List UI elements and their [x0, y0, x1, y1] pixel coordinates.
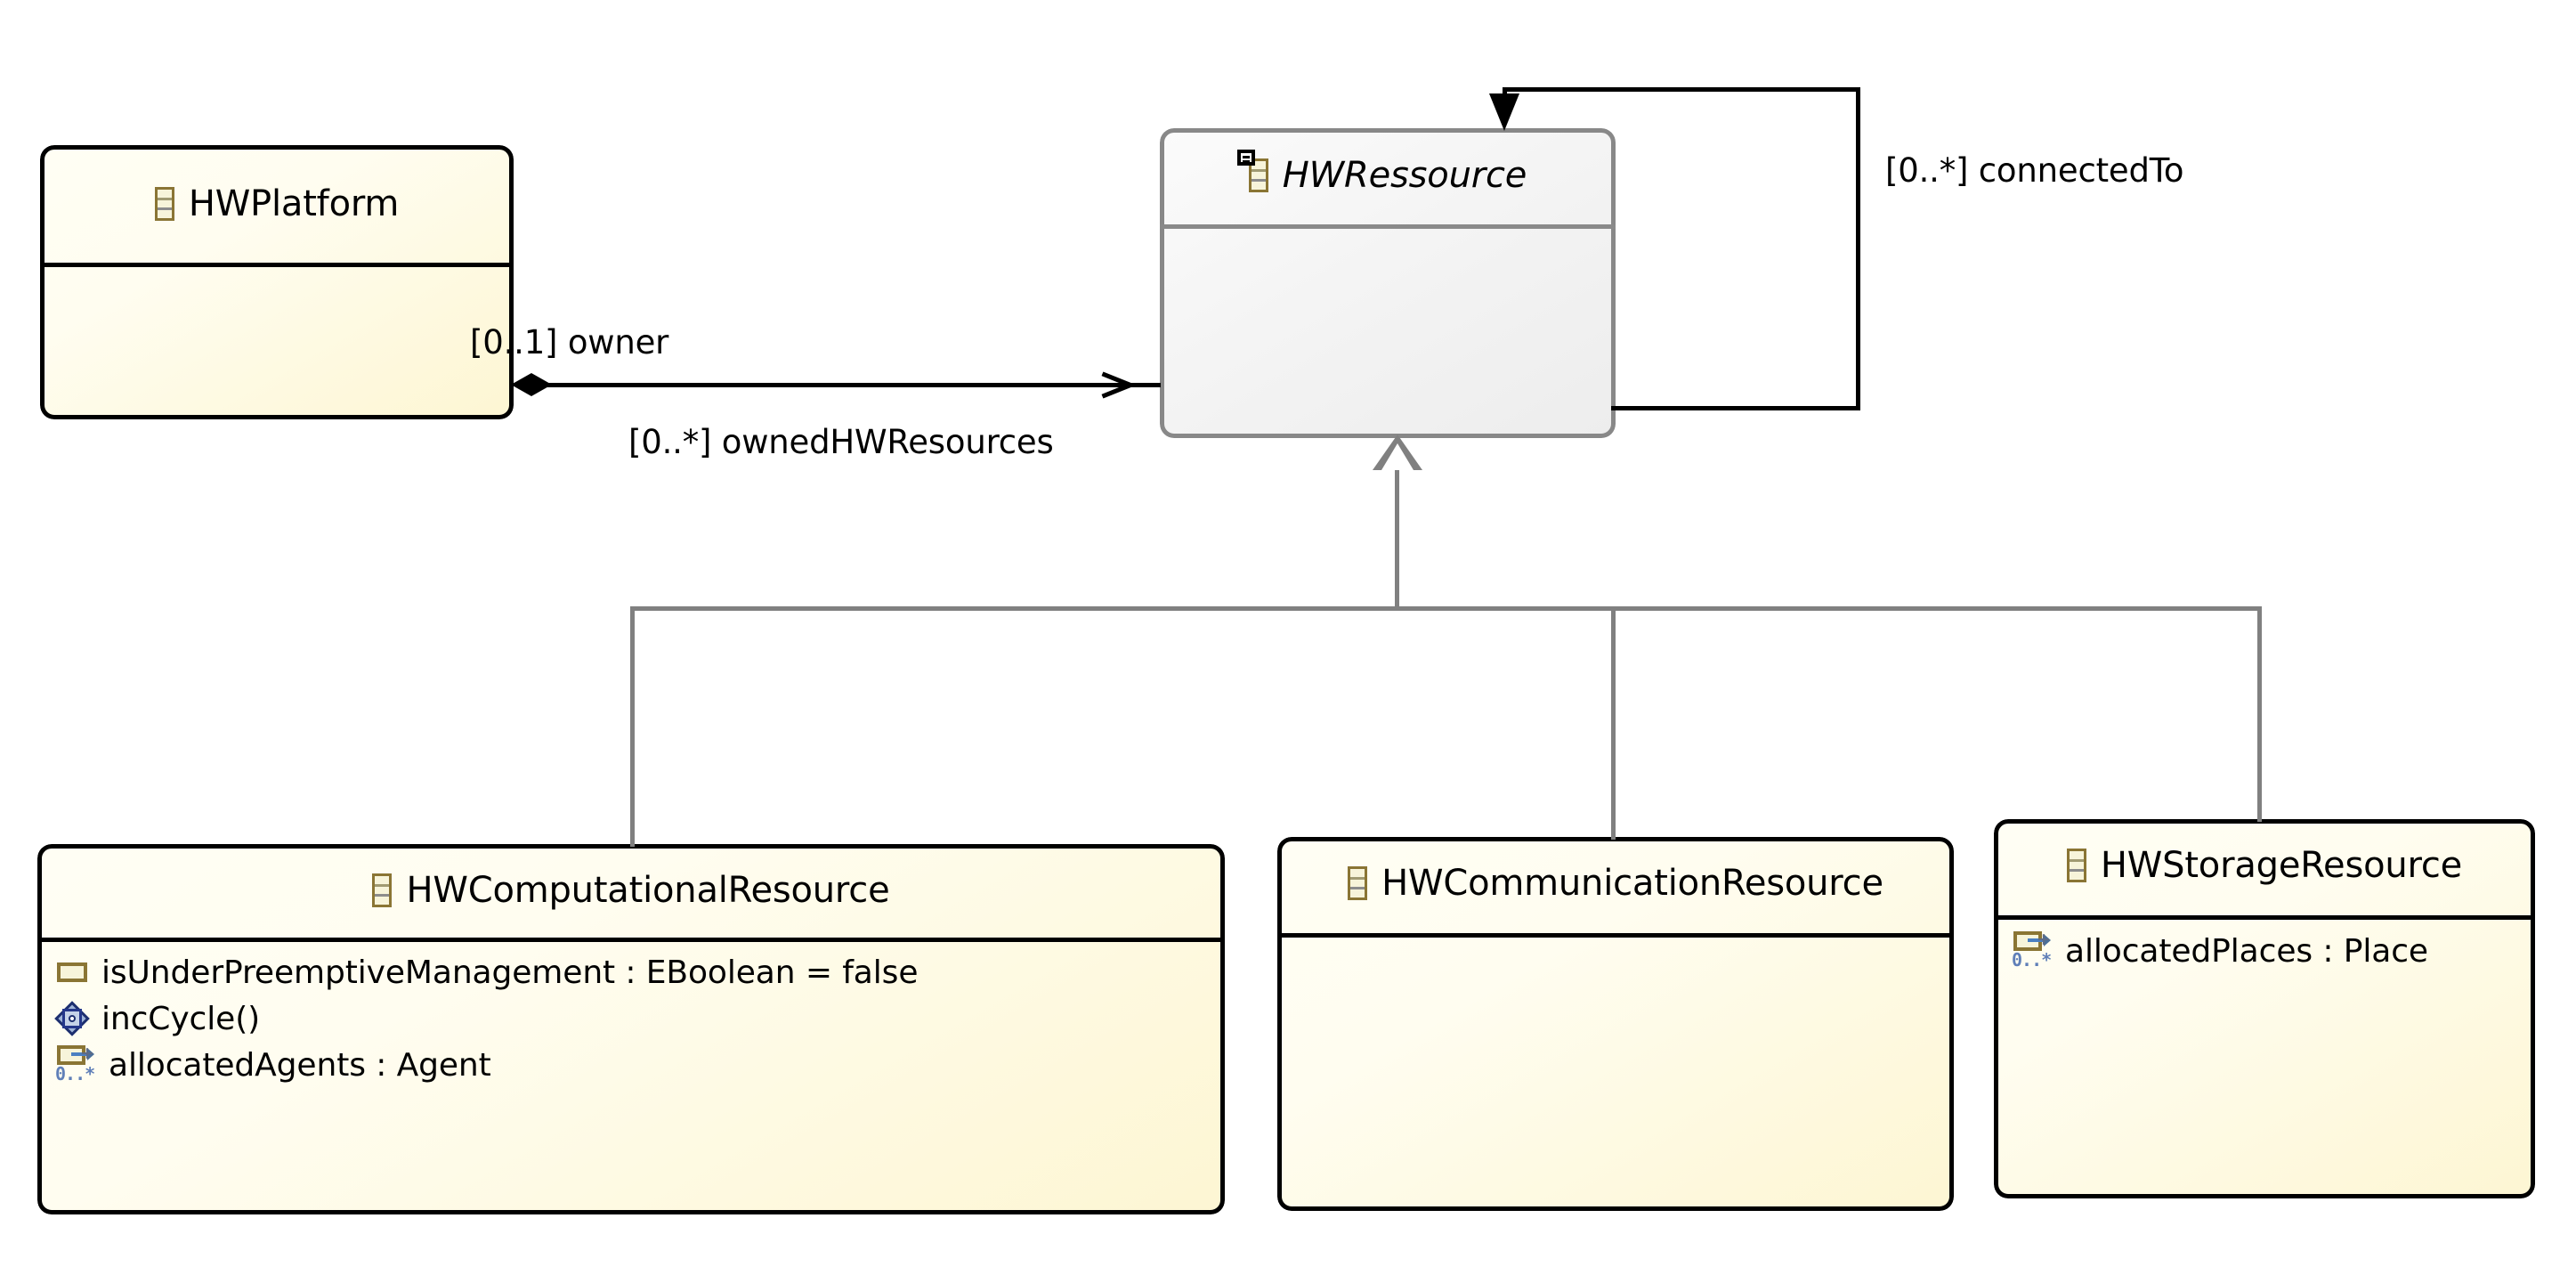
- selfloop-label: [0..*] connectedTo: [1885, 151, 2184, 190]
- selfloop-bottom-segment[interactable]: [1611, 406, 1860, 410]
- attribute-icon: [57, 962, 87, 982]
- composition-diamond: [511, 373, 552, 396]
- operation-icon: [54, 1001, 90, 1036]
- feature-label: allocatedAgents : Agent: [109, 1046, 491, 1084]
- feature-label: incCycle(): [101, 1000, 261, 1037]
- generalization-crossbar[interactable]: [630, 606, 2262, 611]
- reference-icon: + 0..*: [2012, 930, 2052, 971]
- composition-edge-line[interactable]: [532, 383, 1161, 387]
- reference-multiplicity-label: 0..*: [55, 1063, 95, 1084]
- box-frame: [37, 844, 1225, 1214]
- feature-list: + 0..* allocatedPlaces : Place: [1994, 928, 2535, 974]
- feature-label: allocatedPlaces : Place: [2065, 932, 2428, 970]
- feature-row[interactable]: + 0..* allocatedAgents : Agent: [37, 1042, 1225, 1088]
- class-compartment-divider: [1160, 224, 1616, 229]
- feature-list: isUnderPreemptiveManagement : EBoolean =…: [37, 949, 1225, 1088]
- feature-row[interactable]: incCycle(): [37, 995, 1225, 1042]
- composition-target-label: [0..*] ownedHWResources: [628, 423, 1054, 461]
- class-compartment-divider: [1994, 915, 2535, 920]
- generalization-branch-computational[interactable]: [630, 606, 635, 847]
- box-frame: [1994, 819, 2535, 1198]
- class-box-hwcomputationalresource[interactable]: HWComputationalResource isUnderPreemptiv…: [37, 844, 1225, 1214]
- feature-row[interactable]: + 0..* allocatedPlaces : Place: [1994, 928, 2535, 974]
- class-compartment-divider: [1277, 933, 1954, 938]
- reference-icon: + 0..*: [55, 1044, 95, 1085]
- selfloop-arrowhead-icon: [1489, 93, 1519, 131]
- generalization-stem[interactable]: [1395, 470, 1399, 610]
- class-box-hwcommunicationresource[interactable]: HWCommunicationResource: [1277, 837, 1954, 1211]
- box-frame: [1160, 128, 1616, 438]
- class-compartment-divider: [40, 263, 514, 267]
- generalization-branch-communication[interactable]: [1611, 606, 1616, 840]
- box-frame: [1277, 837, 1954, 1211]
- selfloop-top-segment[interactable]: [1503, 87, 1860, 92]
- feature-row[interactable]: isUnderPreemptiveManagement : EBoolean =…: [37, 949, 1225, 995]
- selfloop-right-segment[interactable]: [1856, 87, 1860, 410]
- generalization-branch-storage[interactable]: [2257, 606, 2262, 822]
- box-frame: [40, 145, 514, 419]
- class-box-hwressource[interactable]: HWRessource: [1160, 128, 1616, 438]
- class-compartment-divider: [37, 938, 1225, 942]
- generalization-triangle-icon: [1373, 435, 1422, 470]
- reference-multiplicity-label: 0..*: [2012, 949, 2052, 971]
- feature-label: isUnderPreemptiveManagement : EBoolean =…: [101, 954, 919, 991]
- class-box-hwstorageresource[interactable]: HWStorageResource + 0..* allocatedPlaces…: [1994, 819, 2535, 1198]
- composition-source-label: [0..1] owner: [470, 323, 669, 361]
- class-box-hwplatform[interactable]: HWPlatform: [40, 145, 514, 419]
